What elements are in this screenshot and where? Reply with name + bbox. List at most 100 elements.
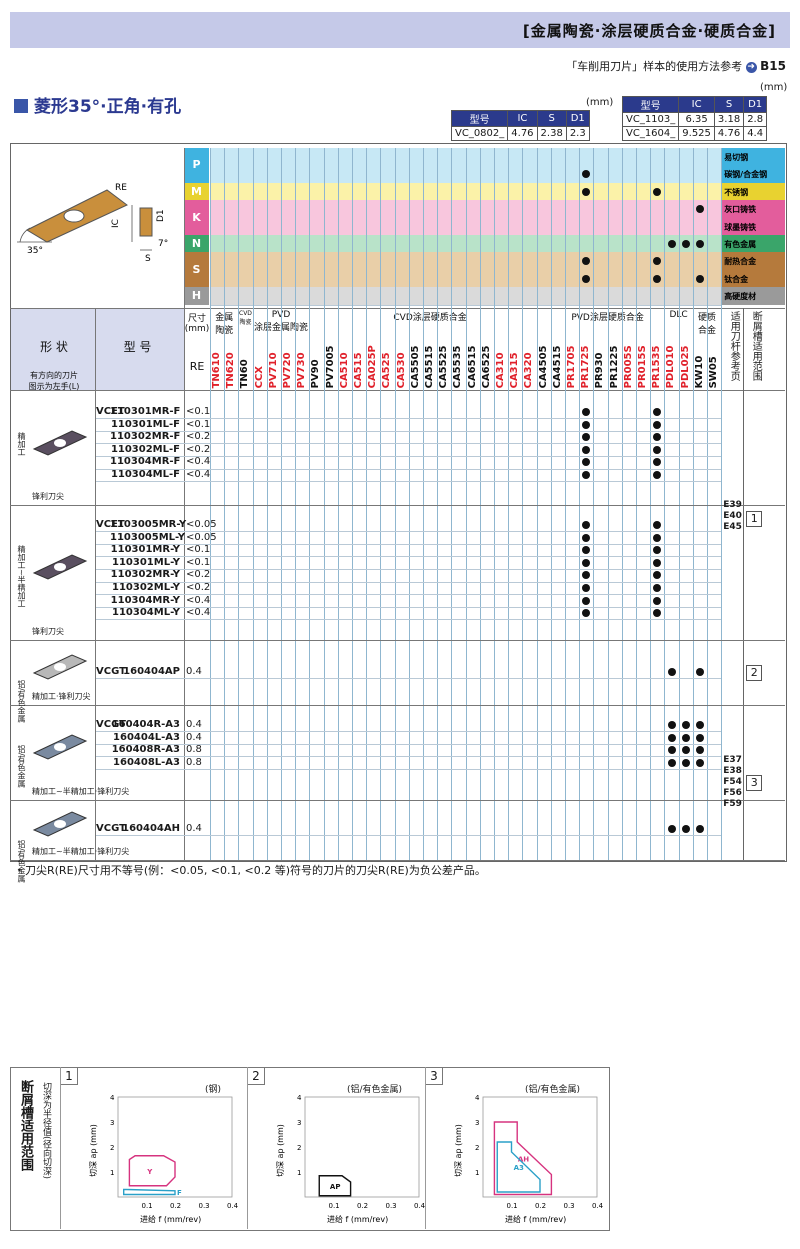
product-row-line — [96, 556, 722, 558]
grade-column-line — [465, 148, 467, 860]
product-model[interactable]: 110301MR-Y — [110, 544, 180, 556]
holder-ref-header: 适用刀杆参考页 — [728, 310, 740, 381]
product-model[interactable]: 110302MR-Y — [110, 569, 180, 581]
product-model[interactable]: 110304ML-F — [110, 469, 180, 480]
product-model[interactable]: 110302ML-Y — [112, 582, 180, 593]
availability-dot — [653, 521, 662, 529]
region-label: Y — [146, 1168, 153, 1176]
dim-unit-right: (mm) — [760, 82, 788, 93]
column-line — [95, 307, 96, 860]
product-model[interactable]: 110302ML-F — [110, 443, 180, 455]
x-tick-label: 0.2 — [170, 1202, 181, 1210]
workpiece-name-cell — [721, 217, 785, 235]
range-region-A3 — [496, 1141, 541, 1193]
insert-pictogram — [30, 651, 90, 684]
workpiece-name-cell — [721, 182, 785, 201]
y-tick-label: 2 — [475, 1144, 479, 1152]
s-label: S — [145, 254, 151, 264]
availability-dot — [582, 471, 591, 479]
product-model[interactable]: 110302MR-F — [110, 431, 181, 443]
grade-name: CA5525 — [438, 345, 450, 388]
grade-column-line — [593, 148, 595, 860]
availability-dot — [653, 445, 662, 454]
product-row-line — [96, 606, 722, 608]
grade-column-line — [451, 148, 453, 860]
dim-cell: 9.525 — [678, 126, 715, 141]
availability-dot — [582, 257, 591, 266]
product-row-line — [96, 418, 722, 420]
grade-name: CA510 — [338, 352, 350, 388]
availability-dot — [695, 825, 704, 833]
grade-name: CCX — [253, 365, 265, 388]
dim-cell: 4.4 — [743, 126, 768, 141]
product-model[interactable]: 110304ML-Y — [112, 607, 180, 619]
product-row-line — [96, 543, 722, 545]
grade-name: CA4515 — [551, 345, 563, 388]
product-re: 0.4 — [186, 665, 202, 677]
availability-dot — [653, 596, 662, 605]
insert-hole — [54, 562, 66, 571]
chipbreaker-range-box[interactable]: 3 — [746, 775, 763, 791]
product-model[interactable]: 160404AP — [123, 665, 180, 677]
grade-column-line — [309, 148, 311, 860]
grade-name: CA5505 — [409, 345, 421, 388]
chipbreaker-range-box[interactable]: 1 — [746, 511, 763, 527]
workpiece-letter-S: S — [192, 262, 201, 276]
product-re: <0.2 — [186, 443, 211, 455]
insert-hole — [54, 438, 66, 447]
product-row-line — [96, 531, 722, 533]
product-model[interactable]: 110301ML-F — [110, 418, 180, 430]
dim-header-cell: D1 — [565, 110, 590, 127]
workpiece-name: 耐热合金 — [724, 257, 757, 267]
grade-name: CA315 — [509, 352, 521, 388]
holder-reference-pages[interactable]: E39 E40 E45 — [723, 499, 742, 532]
product-re: <0.2 — [186, 431, 211, 443]
chipbreaker-range-box[interactable]: 2 — [746, 665, 763, 681]
product-model[interactable]: 160404R-A3 — [111, 719, 180, 730]
workpiece-letter-K: K — [192, 210, 201, 224]
product-model[interactable]: 160408R-A3 — [111, 744, 180, 756]
y-tick-label: 2 — [110, 1144, 114, 1152]
product-model[interactable]: 110304MR-F — [110, 456, 181, 468]
dim-header-cell: IC — [507, 110, 538, 127]
workpiece-letter-N: N — [191, 236, 202, 250]
region-label: F — [177, 1189, 182, 1197]
grade-name: CA525 — [381, 352, 393, 388]
product-model[interactable]: 110301MR-F — [110, 406, 181, 417]
product-model[interactable]: 110301ML-Y — [112, 556, 180, 568]
product-model[interactable]: 110304MR-Y — [110, 594, 180, 606]
product-model[interactable]: 160404AH — [122, 823, 180, 834]
workpiece-name: 有色金属 — [724, 240, 757, 249]
grade-column-line — [508, 148, 510, 860]
grade-column-line — [479, 148, 481, 860]
plot-frame — [482, 1096, 598, 1198]
holder-reference-pages[interactable]: E37 E38 F54 F56 F59 — [723, 755, 742, 809]
chart-material-label: (铝/有色金属) — [525, 1085, 581, 1095]
grade-column-line — [366, 148, 368, 860]
availability-dot — [695, 758, 704, 767]
insert-hole — [63, 209, 85, 223]
workpiece-letter-cell-S — [184, 252, 209, 288]
workpiece-name-cell — [721, 148, 785, 166]
dim-header-cell: IC — [678, 96, 715, 113]
product-model[interactable]: 160408L-A3 — [113, 756, 180, 768]
grade-column-line — [224, 148, 226, 860]
dim-cell: 3.18 — [713, 112, 745, 127]
insert-geometry-drawing: RE IC D1 S 35° 7° — [17, 183, 168, 264]
reference-page[interactable]: B15 — [760, 59, 786, 73]
availability-dot — [582, 584, 591, 592]
category-label: 铝/有色金属 — [17, 840, 26, 883]
availability-dot — [653, 546, 662, 555]
grade-name: PR1725 — [580, 345, 592, 388]
availability-dot — [681, 239, 690, 248]
product-model[interactable]: 160404L-A3 — [113, 731, 180, 743]
grade-name: SW05 — [708, 355, 719, 388]
product-re: <0.1 — [186, 418, 211, 430]
availability-dot — [667, 733, 676, 742]
grade-column-line — [522, 148, 524, 860]
grade-column-line — [650, 148, 652, 860]
grade-group-header: 硬质 合金 — [697, 312, 716, 336]
product-model[interactable]: 1103005MR-Y — [110, 519, 187, 530]
product-model[interactable]: 1103005ML-Y — [110, 531, 185, 543]
